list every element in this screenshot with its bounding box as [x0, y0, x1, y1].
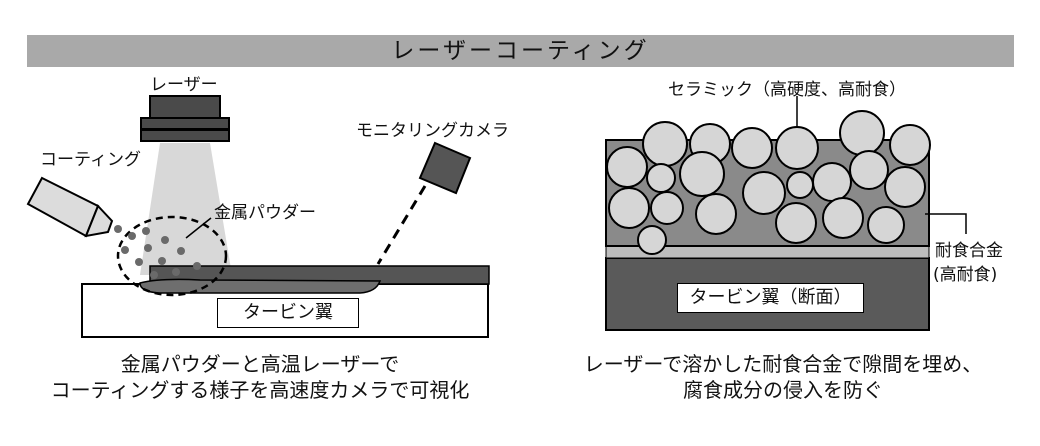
- alloy-label-line-2: (高耐食): [933, 265, 998, 285]
- ceramic-particles: [606, 110, 931, 255]
- camera-sight-line: [376, 185, 427, 265]
- ceramic-particle: [786, 171, 814, 199]
- coating-label: コーティング: [40, 150, 141, 170]
- powder-leader-line: [185, 217, 212, 239]
- ceramic-particle: [849, 150, 889, 190]
- powder-particle: [193, 262, 201, 270]
- monitoring-camera-label: モニタリングカメラ: [356, 121, 509, 141]
- right-caption-line-1: レーザーで溶かした耐食合金で隙間を埋め、: [583, 352, 983, 376]
- blade-cross-section-label: タービン翼（断面）: [677, 283, 864, 313]
- powder-particle: [177, 247, 185, 255]
- ceramic-particle: [642, 121, 688, 167]
- ceramic-particle: [679, 151, 725, 197]
- ceramic-particle: [608, 187, 650, 229]
- powder-particle: [172, 268, 180, 276]
- diagram-title: レーザーコーティング: [391, 38, 650, 64]
- ceramic-particle: [742, 171, 786, 215]
- alloy-label-line-1: 耐食合金: [935, 241, 1003, 261]
- powder-particle: [161, 236, 169, 244]
- monitoring-camera-body: [418, 141, 472, 195]
- powder-particle: [114, 225, 122, 233]
- ceramic-particle: [812, 162, 852, 202]
- ceramic-particle: [606, 146, 648, 188]
- ceramic-particle: [839, 110, 885, 156]
- ceramic-particle: [650, 191, 684, 225]
- left-caption-line-1: 金属パウダーと高温レーザーで: [120, 352, 400, 376]
- powder-particle: [121, 246, 129, 254]
- ceramic-particle: [731, 127, 773, 169]
- ceramic-label: セラミック（高硬度、高耐食）: [668, 80, 906, 100]
- ceramic-particle: [637, 225, 667, 255]
- ceramic-particle: [889, 124, 931, 166]
- powder-particle: [158, 257, 166, 265]
- ceramic-particle: [646, 163, 676, 193]
- powder-particle: [135, 258, 143, 266]
- powder-region-outline: [116, 215, 228, 297]
- powder-particle: [150, 271, 158, 279]
- ceramic-particle: [775, 126, 819, 170]
- powder-particle: [142, 227, 150, 235]
- alloy-leader-line: [925, 213, 967, 234]
- powder-particle: [144, 244, 152, 252]
- ceramic-particle: [822, 197, 864, 239]
- coating-nozzle-tip: [84, 204, 114, 238]
- right-caption-line-2: 腐食成分の侵入を防ぐ: [683, 378, 883, 402]
- laser-head-ring-2: [140, 129, 230, 142]
- ceramic-particle: [867, 206, 905, 244]
- ceramic-particle: [695, 193, 737, 235]
- title-bar: レーザーコーティング: [27, 35, 1014, 67]
- powder-particle: [128, 232, 136, 240]
- ceramic-particle: [775, 202, 817, 244]
- ceramic-particle: [884, 166, 926, 208]
- metal-powder-label: 金属パウダー: [214, 203, 316, 223]
- left-caption-line-2: コーティングする様子を高速度カメラで可視化: [50, 378, 470, 402]
- laser-label: レーザー: [150, 75, 218, 95]
- turbine-blade-label: タービン翼: [217, 298, 359, 328]
